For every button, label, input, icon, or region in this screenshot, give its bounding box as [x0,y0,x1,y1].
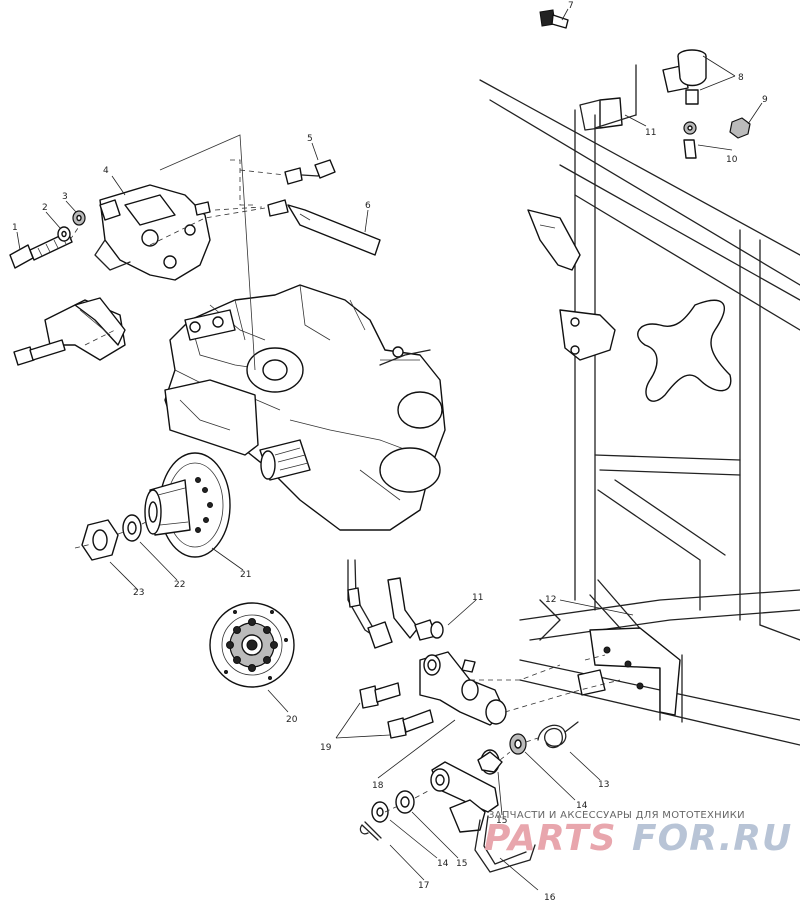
callout-13: 13 [598,780,609,790]
callout-1: 1 [12,223,18,233]
callout-4: 4 [103,166,109,176]
callout-18: 18 [372,781,384,791]
callout-7: 7 [568,1,574,11]
engine-case [164,284,446,531]
callout-22: 22 [174,580,185,590]
watermark-logo-right: FOR.RU [632,818,792,859]
callout-2: 2 [42,203,48,213]
vehicle-frame [479,79,800,746]
brake-pads [13,297,126,366]
callout-15-left: 15 [456,859,467,869]
callout-labels: 1 2 3 4 5 6 7 8 9 10 11 11 12 13 14 14 1… [12,1,768,903]
callout-9: 9 [762,95,768,105]
callout-14-left: 14 [437,859,449,869]
callout-19: 19 [320,743,332,753]
brake-caliper [9,184,211,281]
callout-11-bracket: 11 [645,128,656,138]
callout-14-right: 14 [576,801,588,811]
callout-5: 5 [307,134,313,144]
brake-disc-hub [74,452,231,561]
callout-21: 21 [240,570,251,580]
brake-rotor [209,602,295,688]
callout-20: 20 [286,715,298,725]
brake-hose [267,159,381,256]
callout-12: 12 [545,595,556,605]
callout-6: 6 [365,201,371,211]
watermark: ЗАПЧАСТИ И АКСЕССУАРЫ ДЛЯ МОТОТЕХНИКИ PA… [484,810,792,859]
master-cylinder [539,9,751,159]
callout-8: 8 [738,73,744,83]
watermark-logo-left: PARTS [484,818,617,859]
callout-23: 23 [133,588,144,598]
callout-16: 16 [544,893,556,903]
assembly-lines [69,134,286,371]
callout-10: 10 [726,155,738,165]
callout-17: 17 [418,881,429,891]
callout-15-right: 15 [496,816,507,826]
watermark-caption: ЗАПЧАСТИ И АКСЕССУАРЫ ДЛЯ МОТОТЕХНИКИ [488,810,745,821]
callout-11-clip: 11 [472,593,483,603]
brake-pedal-assembly [347,559,621,873]
leader-lines [16,8,763,891]
callout-3: 3 [62,192,68,202]
